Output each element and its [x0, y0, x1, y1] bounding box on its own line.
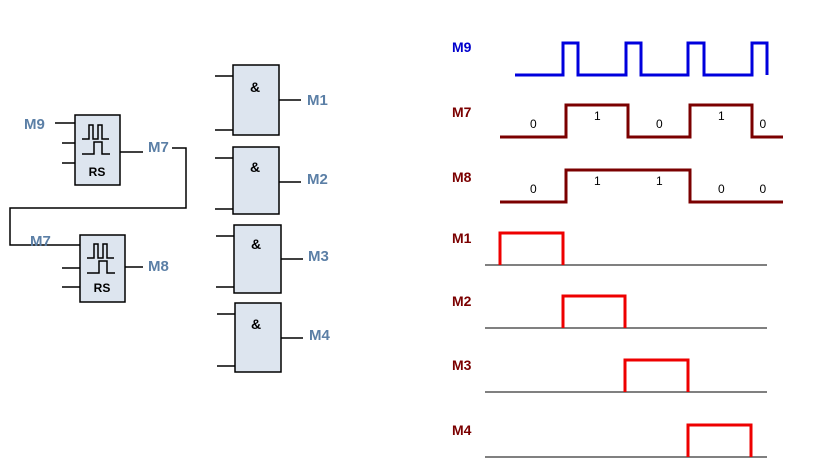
rs-block-2: RS M7 M8	[30, 233, 169, 303]
bit-label-m7-3: 1	[718, 109, 725, 123]
rs-block-1: RS M9 M7	[24, 114, 169, 186]
signal-label-m1: M1	[452, 230, 472, 246]
rs-block-1-output-label: M7	[148, 139, 169, 156]
rs-block-1-input-label: M9	[24, 116, 45, 133]
bit-label-m7-0: 0	[530, 117, 537, 131]
feedback-wire	[9, 147, 187, 246]
and-block-2-symbol: &	[250, 159, 260, 175]
rs-block-2-output-label: M8	[148, 258, 169, 275]
rs-block-2-name: RS	[94, 281, 111, 295]
bit-label-m7-2: 0	[656, 117, 663, 131]
and-block-1: & M1	[215, 64, 328, 136]
bit-label-m8-4: 0	[760, 182, 767, 196]
bit-label-m8-0: 0	[530, 182, 537, 196]
bit-label-m8-2: 1	[656, 174, 663, 188]
and-block-2-output-label: M2	[307, 171, 328, 188]
waveform-m8	[500, 168, 783, 204]
rs-block-1-symbol	[82, 141, 110, 155]
pulse-m3	[623, 358, 690, 392]
and-block-3: & M3	[216, 224, 329, 294]
rs-block-2-symbol	[87, 260, 115, 274]
rs-block-2-input-label: M7	[30, 233, 51, 250]
bit-label-m8-1: 1	[594, 174, 601, 188]
bit-label-m8-3: 0	[718, 182, 725, 196]
signal-label-m8: M8	[452, 169, 472, 185]
and-block-2-body	[232, 146, 280, 215]
and-block-3-output-label: M3	[308, 248, 329, 265]
rs-block-1-symbol	[82, 124, 109, 140]
and-block-1-body	[232, 64, 280, 136]
rs-block-1-name: RS	[89, 165, 106, 179]
signal-label-m4: M4	[452, 422, 472, 438]
and-block-2: & M2	[215, 146, 328, 215]
bit-label-m7-4: 0	[760, 117, 767, 131]
signal-label-m7: M7	[452, 104, 472, 120]
bit-label-m7-1: 1	[594, 109, 601, 123]
signal-label-m2: M2	[452, 293, 472, 309]
signal-label-m3: M3	[452, 357, 472, 373]
and-block-3-body	[233, 224, 282, 294]
pulse-m1	[498, 231, 565, 265]
and-block-4-output-label: M4	[309, 327, 330, 344]
waveform-m7	[500, 103, 783, 139]
and-block-1-output-label: M1	[307, 92, 328, 109]
and-block-4-symbol: &	[251, 316, 261, 332]
rs-block-2-symbol	[87, 243, 114, 259]
signal-label-m9: M9	[452, 39, 472, 55]
pulse-m4	[686, 423, 753, 457]
and-block-4-body	[234, 302, 282, 373]
and-block-1-symbol: &	[250, 79, 260, 95]
pulse-m2	[561, 294, 627, 328]
waveform-m9	[515, 41, 769, 77]
and-block-4: & M4	[217, 302, 330, 373]
and-block-3-symbol: &	[251, 236, 261, 252]
